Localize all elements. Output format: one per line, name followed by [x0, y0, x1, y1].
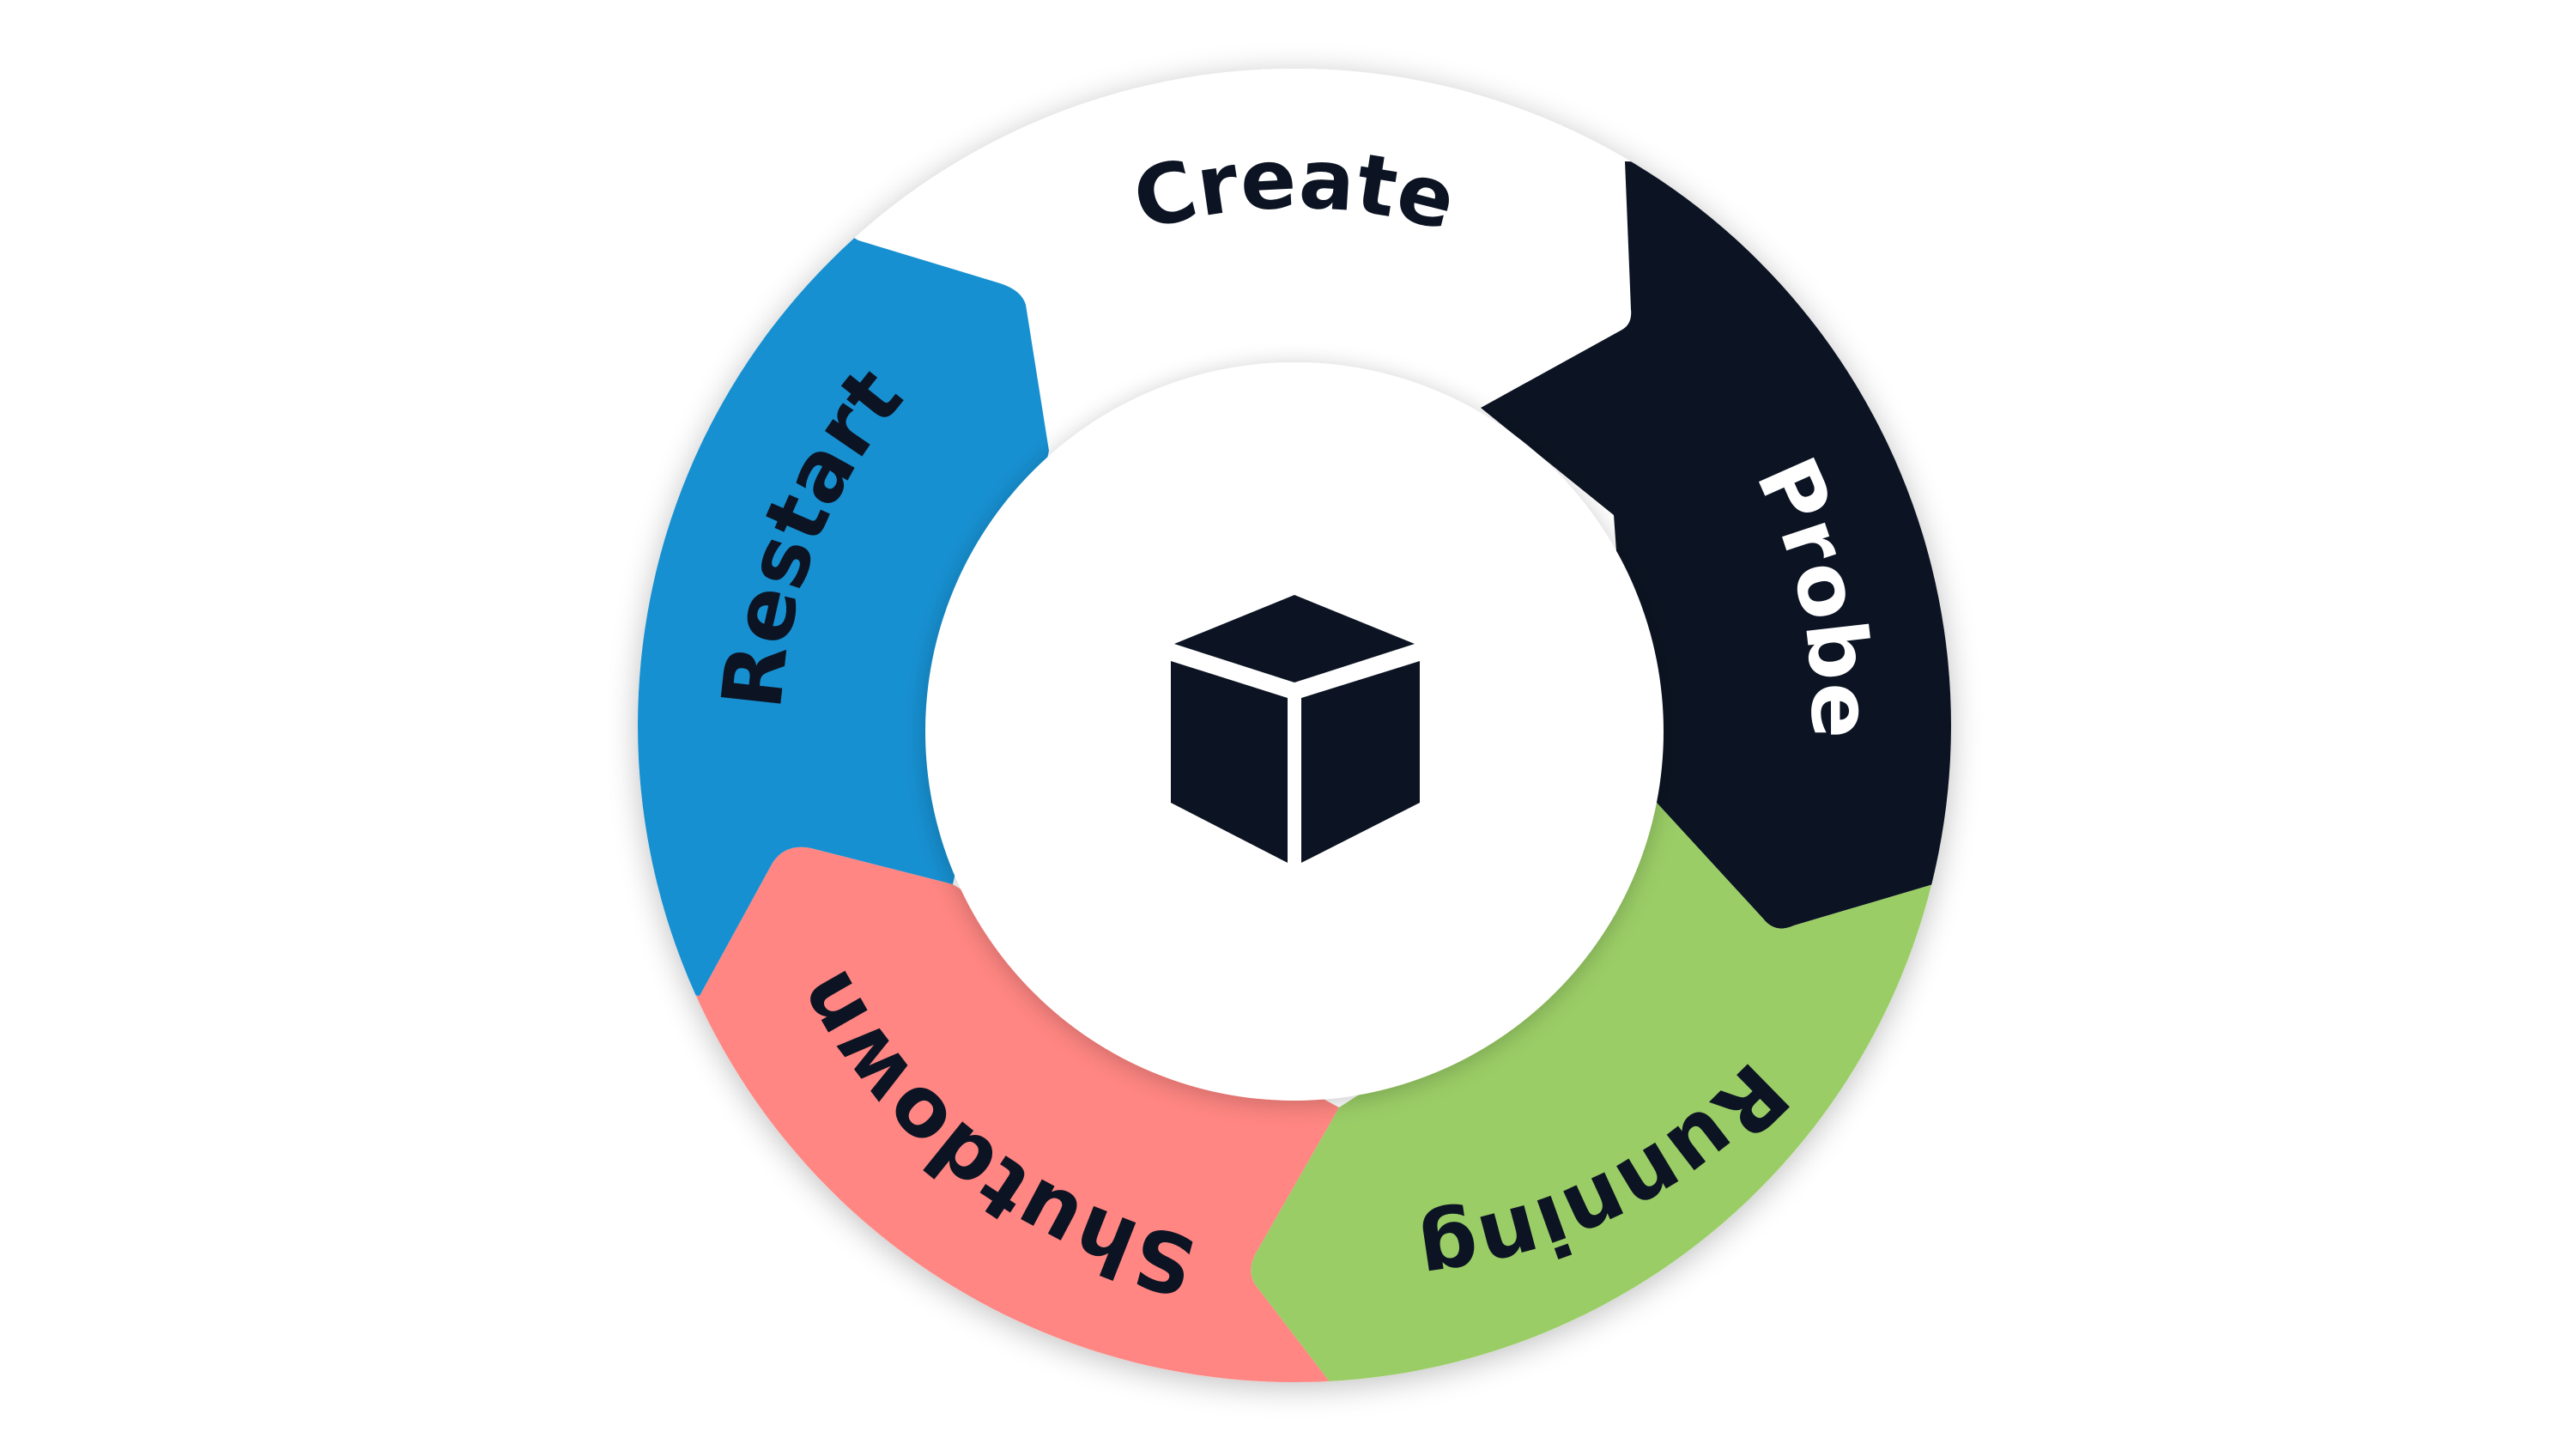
cube-icon [1171, 595, 1420, 863]
inner-circle [925, 362, 1664, 1101]
